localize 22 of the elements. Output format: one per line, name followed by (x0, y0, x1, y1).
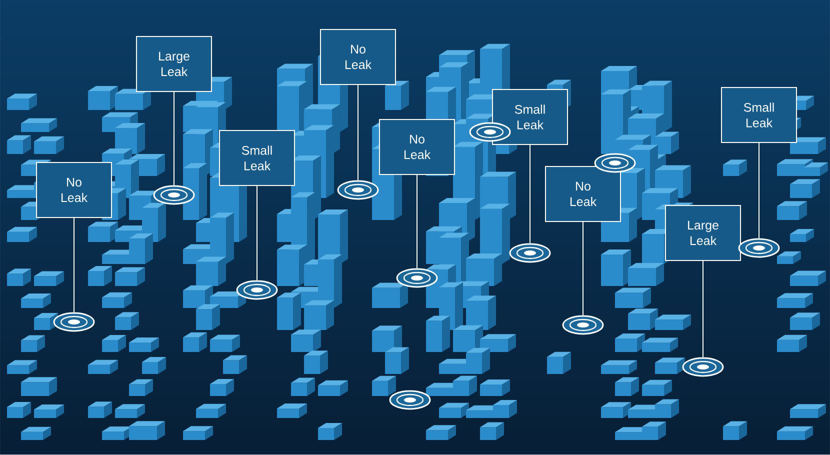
label-box: Large Leak (665, 205, 741, 261)
ring-marker (389, 390, 431, 410)
leader-line (416, 174, 418, 269)
label-box: No Leak (545, 166, 621, 222)
label-box: Small Leak (721, 87, 797, 143)
ring-marker (738, 238, 780, 258)
label-box: No Leak (36, 162, 112, 218)
label-box: Small Leak (492, 89, 568, 145)
ring-marker (594, 153, 636, 173)
label-box: Large Leak (136, 36, 212, 92)
ring-marker (53, 312, 95, 332)
ring-marker (509, 243, 551, 263)
ring-marker (562, 315, 604, 335)
leader-line (702, 260, 704, 358)
ring-marker (236, 280, 278, 300)
leader-line (758, 142, 760, 239)
leader-line (256, 186, 258, 281)
ring-marker (396, 268, 438, 288)
ring-marker (337, 180, 379, 200)
label-box: Small Leak (219, 130, 295, 186)
leader-line (582, 222, 584, 316)
label-box: No Leak (320, 29, 396, 85)
